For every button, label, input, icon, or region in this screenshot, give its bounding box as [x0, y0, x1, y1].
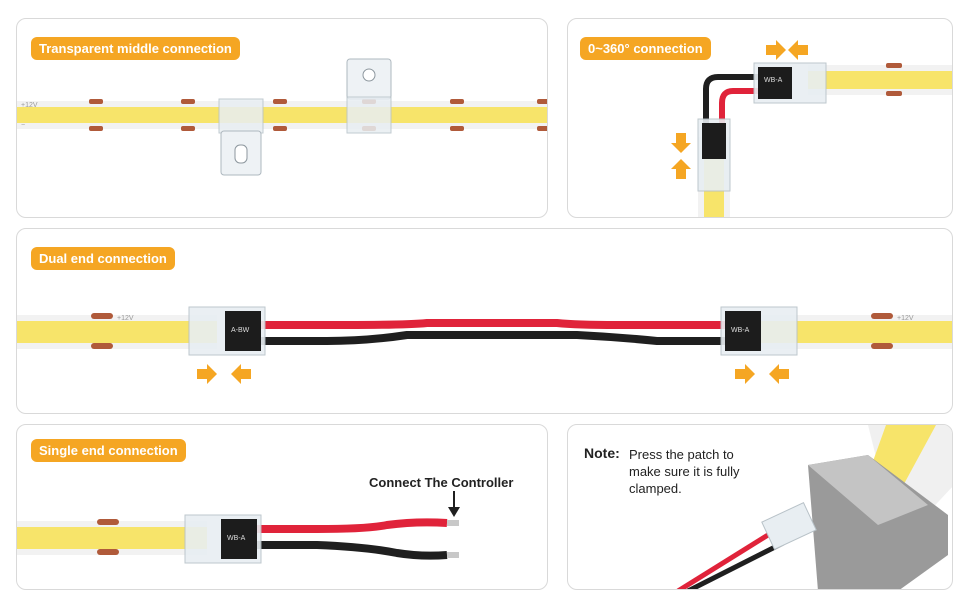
panel-label: 0~360° connection [580, 37, 711, 60]
note-title: Note: [584, 445, 620, 461]
connector-right [720, 306, 798, 356]
press-arrows [197, 364, 789, 384]
connector-code: WB-A [731, 327, 750, 334]
panel-label: Dual end connection [31, 247, 175, 270]
rotation-illustration [671, 40, 952, 217]
minus-mark: − [21, 122, 26, 129]
connector-horizontal [753, 62, 827, 104]
panel-note: Note: Press the patch to make sure it is… [567, 424, 953, 590]
panel-rotation: 0~360° connection WB-A [567, 18, 953, 218]
connector-single [184, 514, 262, 564]
note-text: Press the patch to make sure it is fully… [629, 447, 740, 496]
panel-dual-end: Dual end connection A-BW WB-A +12V +12V [16, 228, 953, 414]
controller-arrow [448, 491, 460, 517]
press-arrows [671, 40, 808, 179]
voltage-mark: +12V [117, 315, 134, 322]
transparent-middle-illustration [17, 58, 547, 176]
note-illustration [676, 425, 952, 589]
led-band [17, 107, 547, 123]
connector-code: WB-A [227, 535, 246, 542]
transparent-clip-lower [218, 98, 264, 176]
connector-code: WB-A [764, 77, 783, 84]
panel-label: Transparent middle connection [31, 37, 240, 60]
controller-label: Connect The Controller [369, 475, 514, 490]
connector-left [188, 306, 266, 356]
dual-end-illustration [17, 306, 952, 384]
voltage-mark: +12V [897, 315, 914, 322]
connector-code: A-BW [231, 327, 250, 334]
panel-transparent-middle: Transparent middle connection +12V − [16, 18, 548, 218]
panel-label: Single end connection [31, 439, 186, 462]
voltage-mark: +12V [21, 102, 38, 109]
transparent-clip-upper [346, 58, 392, 134]
single-end-illustration [17, 491, 460, 564]
connector-vertical [697, 118, 731, 192]
panel-single-end: Single end connection Connect The Contro… [16, 424, 548, 590]
